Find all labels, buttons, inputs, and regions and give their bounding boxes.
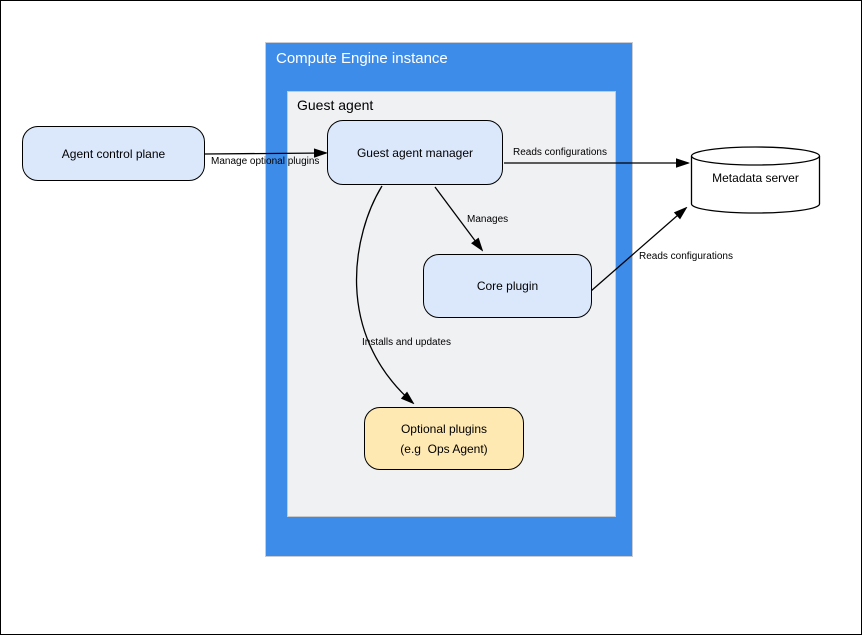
guest-agent-title: Guest agent (297, 97, 374, 113)
edge-label-installs-and-updates: Installs and updates (362, 337, 451, 348)
core-plugin-node: Core plugin (423, 254, 592, 318)
optional-plugins-label-line2: (e.g Ops Agent) (400, 441, 488, 456)
compute-engine-instance-title: Compute Engine instance (276, 50, 448, 67)
guest-agent-manager-node: Guest agent manager (327, 120, 503, 185)
edge-label-manage-optional-plugins: Manage optional plugins (211, 156, 320, 167)
edge-label-manager-reads-configurations: Reads configurations (513, 147, 607, 158)
edge-label-core-reads-configurations: Reads configurations (639, 251, 733, 262)
core-plugin-label: Core plugin (476, 279, 539, 293)
optional-plugins-node: Optional plugins (e.g Ops Agent) (364, 407, 524, 470)
edge-label-manages: Manages (467, 214, 509, 225)
guest-agent-manager-label: Guest agent manager (356, 145, 474, 160)
metadata-server-label: Metadata server (712, 171, 799, 185)
database-cylinder-icon (690, 146, 821, 214)
optional-plugins-label-line1: Optional plugins (400, 421, 488, 436)
metadata-server-node: Metadata server (690, 145, 821, 215)
agent-control-plane-label: Agent control plane (61, 146, 166, 161)
agent-control-plane-node: Agent control plane (22, 126, 205, 181)
